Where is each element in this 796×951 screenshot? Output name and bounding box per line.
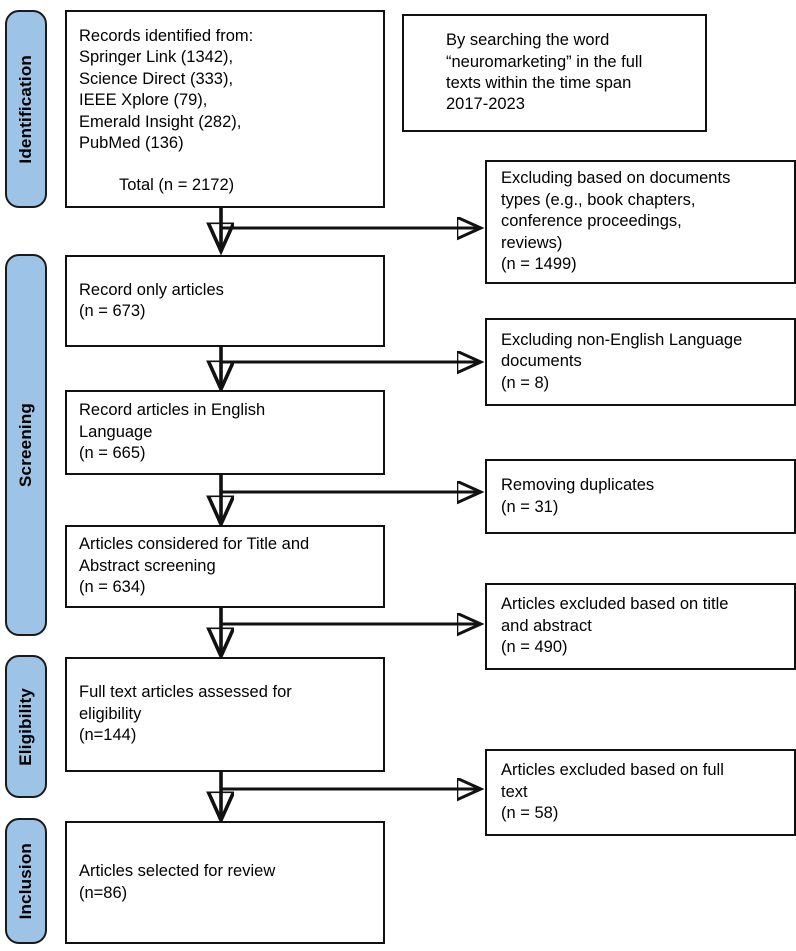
removed-duplicates-text: Removing duplicates (n = 31) — [501, 476, 655, 516]
search-note-text: By searching the word “neuromarketing” i… — [446, 31, 643, 114]
stage-label-inclusion: Inclusion — [16, 842, 35, 920]
flow-box-record-only-articles: Record only articles (n = 673) — [65, 255, 385, 347]
exclusion-box-title-abstract: Articles excluded based on title and abs… — [485, 583, 796, 670]
record-only-articles-text: Record only articles (n = 673) — [79, 280, 224, 320]
articles-title-abstract-text: Articles considered for Title and Abstra… — [79, 535, 310, 597]
stage-label-identification: Identification — [16, 54, 35, 164]
flow-box-articles-selected: Articles selected for review (n=86) — [65, 821, 385, 944]
stage-label-screening: Screening — [16, 403, 35, 487]
flow-box-records-identified: Records identified from: Springer Link (… — [65, 10, 385, 208]
full-text-assessed-text: Full text articles assessed for eligibil… — [79, 683, 292, 745]
excluded-title-abstract-text: Articles excluded based on title and abs… — [501, 595, 729, 657]
records-identified-text: Records identified from: Springer Link (… — [79, 27, 254, 153]
stage-label-eligibility: Eligibility — [16, 687, 35, 766]
exclusion-box-full-text: Articles excluded based on full text (n … — [485, 749, 796, 836]
articles-selected-text: Articles selected for review (n=86) — [79, 862, 276, 902]
flow-box-record-articles-english: Record articles in English Language (n =… — [65, 390, 385, 475]
excluded-full-text-text: Articles excluded based on full text (n … — [501, 761, 724, 823]
stage-pill-inclusion: Inclusion — [5, 818, 47, 944]
records-identified-total: Total (n = 2172) — [119, 175, 235, 194]
stage-pill-screening: Screening — [5, 254, 47, 636]
exclusion-box-duplicates: Removing duplicates (n = 31) — [485, 459, 796, 534]
note-box-search-note: By searching the word “neuromarketing” i… — [402, 14, 707, 132]
exclusion-box-document-types: Excluding based on documents types (e.g.… — [485, 160, 796, 284]
excluded-non-english-text: Excluding non-English Language documents… — [501, 330, 743, 392]
exclusion-box-non-english: Excluding non-English Language documents… — [485, 318, 796, 406]
stage-pill-eligibility: Eligibility — [5, 655, 47, 798]
flow-box-full-text-assessed: Full text articles assessed for eligibil… — [65, 657, 385, 772]
flow-box-articles-title-abstract: Articles considered for Title and Abstra… — [65, 525, 385, 608]
excluded-document-types-text: Excluding based on documents types (e.g.… — [501, 169, 731, 274]
stage-pill-identification: Identification — [5, 10, 47, 208]
record-articles-english-text: Record articles in English Language (n =… — [79, 401, 266, 463]
